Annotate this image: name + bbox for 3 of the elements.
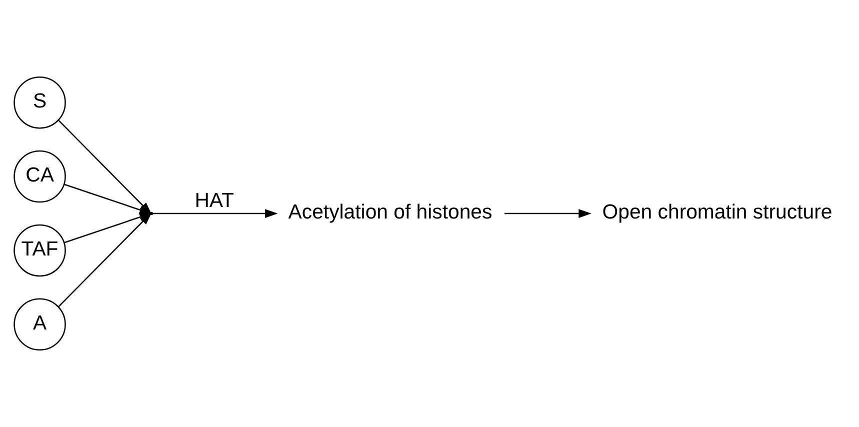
node-text: Open chromatin structure — [602, 201, 832, 224]
node-text: Acetylation of histones — [288, 201, 492, 224]
edge-label: HAT — [194, 190, 234, 212]
